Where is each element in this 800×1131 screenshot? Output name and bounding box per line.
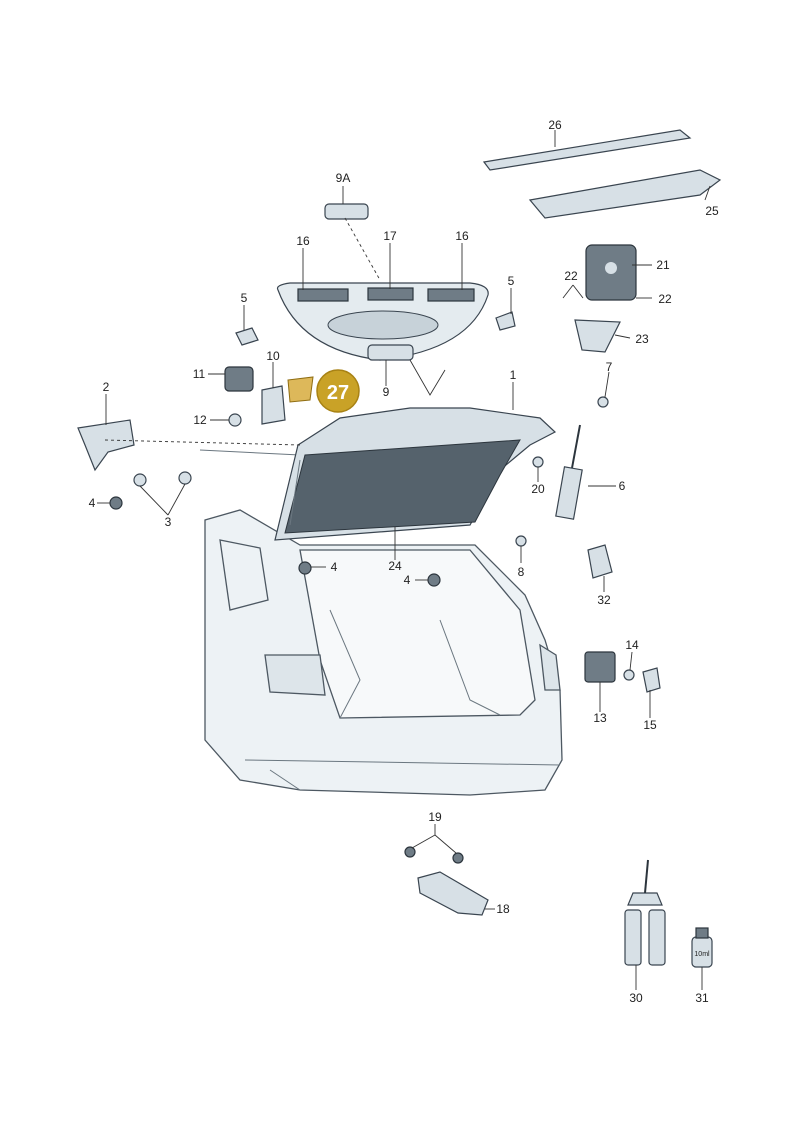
callout-12[interactable]: 12 xyxy=(193,413,207,427)
callout-labels: 26 25 9A 16 17 16 5 5 21 22 22 23 10 11 … xyxy=(89,118,719,1005)
callout-6[interactable]: 6 xyxy=(619,479,626,493)
cap-15 xyxy=(642,667,661,693)
callout-32[interactable]: 32 xyxy=(597,593,611,607)
callout-15[interactable]: 15 xyxy=(643,718,657,732)
clip-20 xyxy=(532,456,544,468)
nut-4a xyxy=(109,496,123,510)
pad-27 xyxy=(287,376,314,403)
nut-4b xyxy=(298,561,312,575)
bottle-31: 10ml xyxy=(691,927,713,968)
bottle-label: 10ml xyxy=(694,951,710,958)
screw-14 xyxy=(623,669,635,681)
clip-5b xyxy=(495,311,516,331)
callout-4-left[interactable]: 4 xyxy=(89,496,96,510)
callout-5-right[interactable]: 5 xyxy=(508,274,515,288)
highlight-label: 27 xyxy=(327,382,349,404)
spoiler-25 xyxy=(528,169,722,219)
callout-26[interactable]: 26 xyxy=(548,118,562,132)
tailgate xyxy=(274,407,557,541)
callout-1[interactable]: 1 xyxy=(510,368,517,382)
hinge-2 xyxy=(77,419,135,472)
bolt-3a xyxy=(133,473,147,487)
clip-5a xyxy=(235,327,259,346)
callout-5-left[interactable]: 5 xyxy=(241,291,248,305)
screw-19b xyxy=(452,852,464,864)
callout-4-middle[interactable]: 4 xyxy=(331,560,338,574)
nut-4c xyxy=(427,573,441,587)
lock-21 xyxy=(585,244,637,301)
handle-9 xyxy=(367,344,414,361)
callout-18[interactable]: 18 xyxy=(496,902,510,916)
callout-16-right[interactable]: 16 xyxy=(455,229,469,243)
switch-13 xyxy=(584,651,616,683)
callout-23[interactable]: 23 xyxy=(635,332,649,346)
screw-19a xyxy=(404,846,416,858)
ball-stud-8 xyxy=(515,535,527,547)
callout-27-highlight[interactable]: 27 xyxy=(316,369,360,413)
bracket-32 xyxy=(587,544,613,579)
callout-13[interactable]: 13 xyxy=(593,711,607,725)
leader-lines xyxy=(97,130,711,990)
callout-24[interactable]: 24 xyxy=(388,559,402,573)
bracket-23 xyxy=(574,319,621,353)
callout-3[interactable]: 3 xyxy=(165,515,172,529)
screw-12 xyxy=(228,413,242,427)
callout-21[interactable]: 21 xyxy=(656,258,670,272)
callout-30[interactable]: 30 xyxy=(629,991,643,1005)
bolt-3b xyxy=(178,471,192,485)
callout-17[interactable]: 17 xyxy=(383,229,397,243)
sealant-cartridge-30 xyxy=(624,859,666,966)
callout-19[interactable]: 19 xyxy=(428,810,442,824)
ball-stud-7 xyxy=(597,396,609,408)
gas-strut-6 xyxy=(555,424,583,520)
callout-25[interactable]: 25 xyxy=(705,204,719,218)
callout-22-left[interactable]: 22 xyxy=(564,269,578,283)
callout-16-left[interactable]: 16 xyxy=(296,234,310,248)
callout-22-right[interactable]: 22 xyxy=(658,292,672,306)
callout-10[interactable]: 10 xyxy=(266,349,280,363)
car-body xyxy=(199,449,563,796)
callout-7[interactable]: 7 xyxy=(606,360,613,374)
callout-2[interactable]: 2 xyxy=(103,380,110,394)
callout-4-right[interactable]: 4 xyxy=(404,573,411,587)
bracket-18 xyxy=(417,871,489,916)
callout-9A[interactable]: 9A xyxy=(336,171,351,185)
handle-9A xyxy=(324,203,369,220)
switch-10 xyxy=(261,385,286,425)
callout-20[interactable]: 20 xyxy=(531,482,545,496)
cap-11 xyxy=(224,366,254,392)
highlight-circle xyxy=(316,369,360,413)
trim-panel xyxy=(276,282,489,361)
callout-31[interactable]: 31 xyxy=(695,991,709,1005)
trim-strip-26 xyxy=(482,129,692,171)
callout-9[interactable]: 9 xyxy=(383,385,390,399)
callout-14[interactable]: 14 xyxy=(625,638,639,652)
callout-8[interactable]: 8 xyxy=(518,565,525,579)
callout-11[interactable]: 11 xyxy=(193,367,206,381)
